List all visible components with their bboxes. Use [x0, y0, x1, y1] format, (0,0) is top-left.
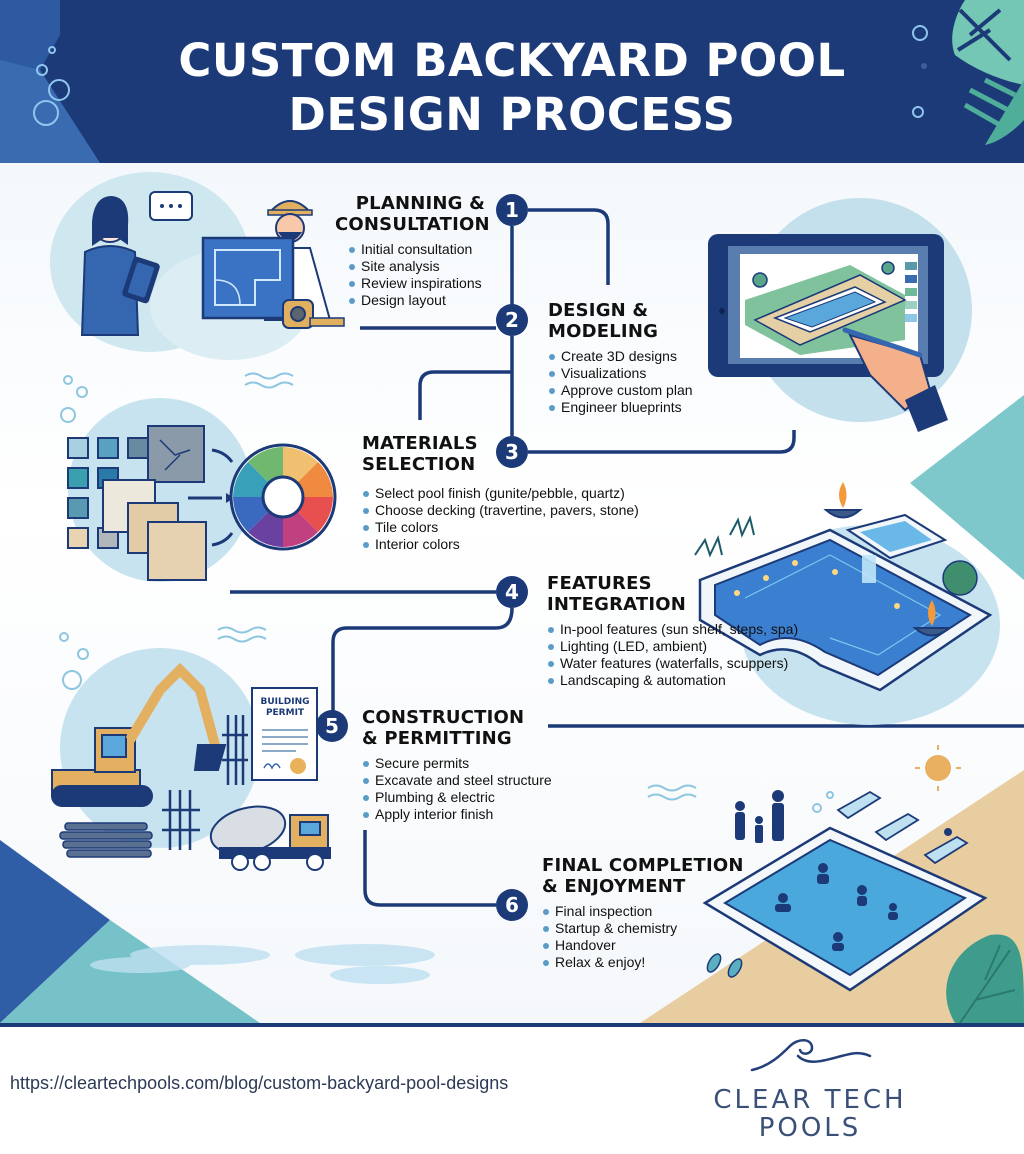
list-item: Design layout — [348, 292, 485, 309]
step-items: Select pool finish (gunite/pebble, quart… — [362, 485, 639, 553]
page-title: CUSTOM BACKYARD POOL DESIGN PROCESS — [0, 34, 1024, 142]
step-title: PLANNING & CONSULTATION — [335, 193, 490, 235]
step-title-line-1: CONSTRUCTION — [362, 707, 525, 728]
excavator-icon — [51, 662, 227, 807]
bubbles-icon — [59, 375, 834, 813]
step-badge-5: 5 — [316, 710, 348, 742]
step-items: Final inspection Startup & chemistry Han… — [542, 903, 744, 971]
step-materials-selection: MATERIALS SELECTION Select pool finish (… — [362, 433, 639, 553]
step-title-line-2: SELECTION — [362, 454, 476, 475]
step-title: MATERIALS SELECTION — [362, 433, 639, 475]
logo-text-line-1: CLEAR TECH — [713, 1085, 907, 1115]
list-item: Final inspection — [542, 903, 744, 920]
list-item: Tile colors — [362, 519, 639, 536]
illustration-planning-consultation — [50, 172, 345, 360]
list-item: Water features (waterfalls, scuppers) — [547, 655, 798, 672]
step-planning-consultation: PLANNING & CONSULTATION Initial consulta… — [335, 193, 490, 309]
step-badge-4: 4 — [496, 576, 528, 608]
step-title: DESIGN & MODELING — [548, 300, 693, 342]
step-items: Secure permits Excavate and steel struct… — [362, 755, 552, 823]
step-badge-6: 6 — [496, 889, 528, 921]
process-connector-lines — [230, 208, 1024, 907]
list-item: Visualizations — [548, 365, 693, 382]
list-item: Review inspirations — [348, 275, 485, 292]
step-title-line-1: PLANNING & — [355, 193, 485, 214]
family-icon — [735, 790, 784, 843]
permit-label-line-2: PERMIT — [265, 708, 305, 718]
step-title-line-2: MODELING — [548, 321, 659, 342]
illustration-materials-selection — [67, 398, 337, 582]
step-title-line-2: & PERMITTING — [362, 728, 512, 749]
list-item: Approve custom plan — [548, 382, 693, 399]
list-item: Relax & enjoy! — [542, 954, 744, 971]
header-decoration — [0, 0, 1024, 163]
bubbles-icon — [33, 25, 928, 126]
list-item: Secure permits — [362, 755, 552, 772]
illustration-features-integration — [694, 482, 1000, 725]
wave-icon — [750, 1039, 872, 1072]
step-title-line-2: & ENJOYMENT — [542, 876, 686, 897]
step-title-line-1: FEATURES — [547, 573, 652, 594]
teal-shape — [910, 395, 1024, 580]
color-wheel-icon — [229, 443, 337, 551]
list-item: In-pool features (sun shelf, steps, spa) — [547, 621, 798, 638]
list-item: Excavate and steel structure — [362, 772, 552, 789]
step-title-line-2: INTEGRATION — [547, 594, 687, 615]
step-items: In-pool features (sun shelf, steps, spa)… — [547, 621, 798, 689]
permit-label: BUILDING PERMIT — [255, 697, 315, 719]
title-line-2: DESIGN PROCESS — [288, 88, 736, 141]
list-item: Site analysis — [348, 258, 485, 275]
source-url-link[interactable]: https://cleartechpools.com/blog/custom-b… — [10, 1073, 509, 1093]
list-item: Lighting (LED, ambient) — [547, 638, 798, 655]
permit-label-line-1: BUILDING — [260, 697, 310, 707]
clear-tech-pools-logo: CLEAR TECH POOLS — [690, 1036, 930, 1146]
list-item: Engineer blueprints — [548, 399, 693, 416]
list-item: Startup & chemistry — [542, 920, 744, 937]
monstera-leaf-icon — [952, 0, 1024, 145]
logo-text-line-2: POOLS — [758, 1113, 862, 1143]
step-title: FEATURES INTEGRATION — [547, 573, 798, 615]
list-item: Choose decking (travertine, pavers, ston… — [362, 502, 639, 519]
building-permit-document — [251, 687, 318, 781]
step-title-line-1: DESIGN & — [548, 300, 649, 321]
step-title-line-1: FINAL COMPLETION — [542, 855, 744, 876]
cement-truck-icon — [209, 805, 331, 871]
wave-icon — [217, 372, 697, 801]
list-item: Plumbing & electric — [362, 789, 552, 806]
footer-divider — [0, 1023, 1024, 1027]
list-item: Landscaping & automation — [547, 672, 798, 689]
list-item: Apply interior finish — [362, 806, 552, 823]
header-banner: CUSTOM BACKYARD POOL DESIGN PROCESS — [0, 0, 1024, 163]
step-badge-1: 1 — [496, 194, 528, 226]
step-title: FINAL COMPLETION & ENJOYMENT — [542, 855, 744, 897]
list-item: Handover — [542, 937, 744, 954]
step-badge-2: 2 — [496, 304, 528, 336]
list-item: Select pool finish (gunite/pebble, quart… — [362, 485, 639, 502]
step-final-completion: FINAL COMPLETION & ENJOYMENT Final inspe… — [542, 855, 744, 971]
step-items: Initial consultation Site analysis Revie… — [348, 241, 485, 309]
list-item: Create 3D designs — [548, 348, 693, 365]
step-title-line-2: CONSULTATION — [335, 214, 490, 235]
list-item: Interior colors — [362, 536, 639, 553]
title-line-1: CUSTOM BACKYARD POOL — [178, 34, 846, 87]
illustration-construction-permitting — [51, 648, 331, 871]
illustration-design-modeling — [708, 198, 972, 432]
lounge-chairs-icon — [836, 790, 969, 865]
step-badge-3: 3 — [496, 436, 528, 468]
step-construction-permitting: CONSTRUCTION & PERMITTING Secure permits… — [362, 707, 552, 823]
illustration-final-completion — [702, 745, 1024, 1024]
step-design-modeling: DESIGN & MODELING Create 3D designs Visu… — [548, 300, 693, 416]
step-title: CONSTRUCTION & PERMITTING — [362, 707, 552, 749]
step-items: Create 3D designs Visualizations Approve… — [548, 348, 693, 416]
step-features-integration: FEATURES INTEGRATION In-pool features (s… — [547, 573, 798, 689]
step-title-line-1: MATERIALS — [362, 433, 478, 454]
list-item: Initial consultation — [348, 241, 485, 258]
